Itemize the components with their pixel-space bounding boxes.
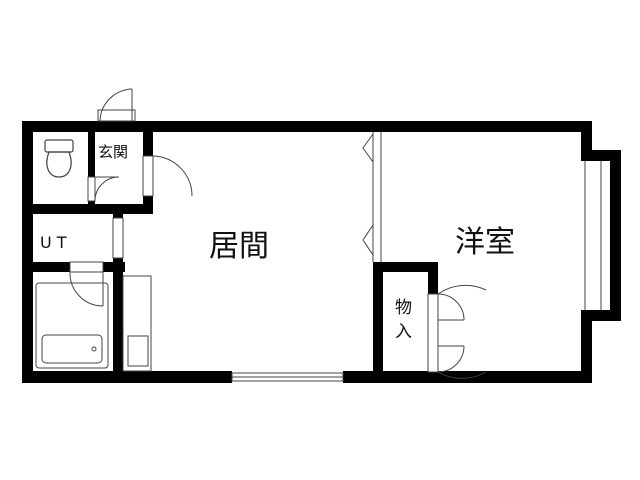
wall-bottom-left xyxy=(22,371,232,383)
entrance-door[interactable] xyxy=(97,88,136,122)
entrance-inner-door[interactable] xyxy=(142,155,193,197)
living-window xyxy=(231,372,344,382)
bay-wall-right xyxy=(610,150,621,321)
western-room-label: 洋室 xyxy=(455,225,515,260)
bay-wall-top xyxy=(581,150,621,161)
wall-storage-top xyxy=(373,262,438,272)
wall-toilet-right xyxy=(88,132,95,214)
wall-storage-right-top xyxy=(428,262,438,294)
utility-label: U T xyxy=(40,233,67,252)
wall-right-bottom xyxy=(581,310,592,383)
bay-window xyxy=(584,161,602,310)
wall-top xyxy=(22,121,592,132)
wall-bottom-right xyxy=(343,371,592,383)
wall-below-toilet xyxy=(33,204,153,214)
storage-label-top: 物 xyxy=(395,298,412,318)
wall-bath-right xyxy=(113,214,123,372)
toilet-door[interactable] xyxy=(87,176,120,202)
entrance-label: 玄関 xyxy=(98,143,128,161)
partition-sliding-door xyxy=(362,132,382,262)
storage-label-bottom: 入 xyxy=(395,322,412,342)
wall-left xyxy=(22,121,33,383)
outer-walls xyxy=(22,121,621,383)
bath-door[interactable] xyxy=(69,261,104,307)
toilet-fixture xyxy=(44,139,74,178)
wash-counter xyxy=(122,275,152,372)
storage-doors[interactable] xyxy=(427,284,487,379)
living-room-label: 居間 xyxy=(209,229,269,264)
wall-right-top xyxy=(581,121,592,161)
ut-door[interactable] xyxy=(112,217,124,259)
bathtub xyxy=(35,282,109,369)
bay-wall-bottom xyxy=(581,310,621,321)
wall-storage-left xyxy=(373,262,383,372)
